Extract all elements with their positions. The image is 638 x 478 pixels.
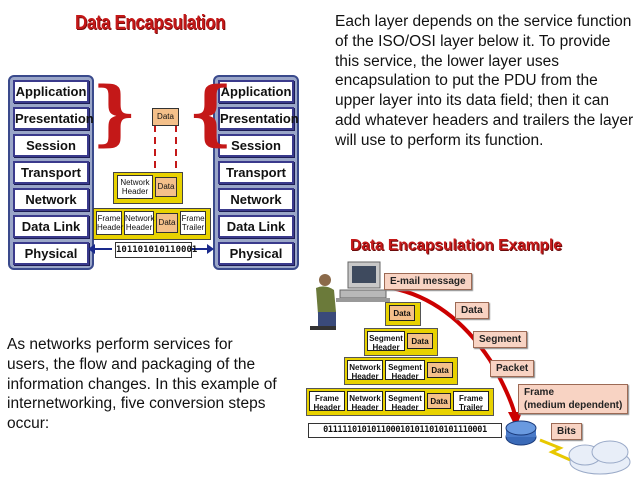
brace-right: { <box>188 71 234 154</box>
computer-icon <box>336 261 390 302</box>
left-layer-session: Session <box>13 134 89 157</box>
network-data-box: Data <box>155 177 177 197</box>
cloud-icon <box>568 440 631 475</box>
person-icon <box>310 274 336 330</box>
right-layer-transport: Transport <box>218 161 294 184</box>
data-box-top: Data <box>152 108 179 126</box>
right-layer-session: Session <box>218 134 294 157</box>
label-bits: Bits <box>551 423 582 440</box>
frame-data-box: Data <box>156 213 178 233</box>
frame-trailer-box: Frame Trailer <box>180 211 206 235</box>
row3-segment-header-box: Segment Header <box>385 360 425 381</box>
label-segment: Segment <box>473 331 528 348</box>
paragraph-left: As networks perform services for users, … <box>7 336 277 433</box>
row4-frame-trailer-box: Frame Trailer <box>453 391 489 412</box>
connector-lines <box>88 125 214 254</box>
left-layer-application: Application <box>13 80 89 103</box>
left-layer-transport: Transport <box>13 161 89 184</box>
row4-data-box: Data <box>427 393 451 409</box>
label-frame: Frame (medium dependent) <box>518 384 629 414</box>
row4-frame-header-box: Frame Header <box>309 391 345 412</box>
label-packet: Packet <box>490 360 535 377</box>
paragraph-right: Each layer depends on the service functi… <box>335 13 634 149</box>
row1-data-box: Data <box>389 305 415 321</box>
left-layer-network: Network <box>13 188 89 211</box>
right-layer-network: Network <box>218 188 294 211</box>
frame-network-header-box: Network Header <box>124 211 154 235</box>
row4-network-header-box: Network Header <box>347 391 383 412</box>
label-data: Data <box>455 302 489 319</box>
left-layer-physical: Physical <box>13 242 89 265</box>
left-diagram-title: Data Encapsulation <box>75 12 226 34</box>
row2-data-box: Data <box>407 333 433 349</box>
frame-header-box: Frame Header <box>96 211 123 235</box>
right-layer-presentation: Presentation <box>218 107 299 130</box>
bits-stream-right: 0111110101011000101011010101110001 <box>308 423 502 438</box>
label-email: E-mail message <box>384 273 472 290</box>
row2-segment-header-box: Segment Header <box>367 331 405 352</box>
network-header-box: Network Header <box>117 175 153 199</box>
right-layer-application: Application <box>218 80 294 103</box>
brace-left: } <box>92 71 138 154</box>
right-layer-data-link: Data Link <box>218 215 294 238</box>
row3-network-header-box: Network Header <box>347 360 383 381</box>
right-diagram-title: Data Encapsulation Example <box>350 237 562 254</box>
right-layer-physical: Physical <box>218 242 294 265</box>
router-icon <box>505 420 537 446</box>
row4-segment-header-box: Segment Header <box>385 391 425 412</box>
row3-data-box: Data <box>427 362 453 378</box>
left-layer-presentation: Presentation <box>13 107 94 130</box>
left-layer-data-link: Data Link <box>13 215 89 238</box>
bits-stream-left: 101101010110001 <box>115 242 197 258</box>
